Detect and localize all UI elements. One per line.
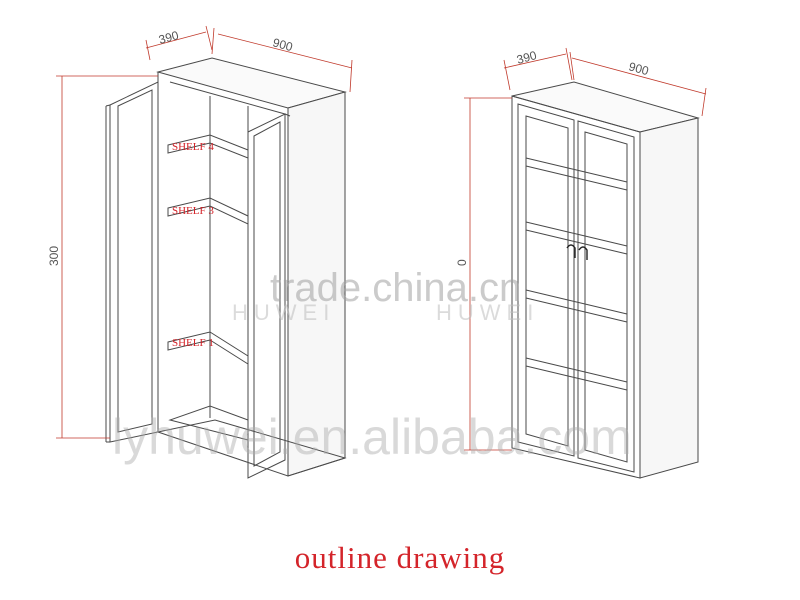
- watermark-shop-url: lyhuwei.en.alibaba.com: [112, 409, 632, 465]
- right-cabinet: [511, 81, 700, 479]
- watermark-trade-china: trade.china.cn: [270, 266, 522, 310]
- right-width-label: 900: [627, 59, 650, 78]
- dim-line-left-depth: [145, 25, 213, 61]
- shelf-1-label: SHELF 1: [172, 337, 214, 349]
- left-width-label: 900: [271, 35, 294, 54]
- dim-line-left-height: [56, 75, 158, 439]
- dim-line-right-height: [464, 97, 512, 451]
- left-depth-label: 390: [157, 28, 180, 47]
- shelf-3-label: SHELF 3: [172, 205, 214, 217]
- shelf-4-label: SHELF 4: [172, 141, 214, 153]
- right-height-label: 0: [455, 259, 469, 266]
- right-open-door: [247, 113, 291, 479]
- glass-shelves: [525, 157, 628, 391]
- left-height-label: 300: [47, 246, 61, 266]
- watermark-brand-left: HUWEI: [232, 300, 336, 325]
- dim-line-right-depth: [503, 47, 573, 91]
- drawing-caption: outline drawing: [294, 540, 506, 575]
- right-depth-label: 390: [515, 48, 538, 67]
- glass-door-right: [577, 120, 635, 473]
- left-cabinet: [105, 57, 347, 479]
- door-handles: [566, 244, 588, 260]
- left-open-door: [105, 81, 159, 443]
- watermark-brand-right: HUWEI: [436, 300, 540, 325]
- dim-line-left-width: [211, 27, 353, 93]
- glass-door-left: [517, 103, 575, 457]
- dim-line-right-width: [569, 51, 707, 117]
